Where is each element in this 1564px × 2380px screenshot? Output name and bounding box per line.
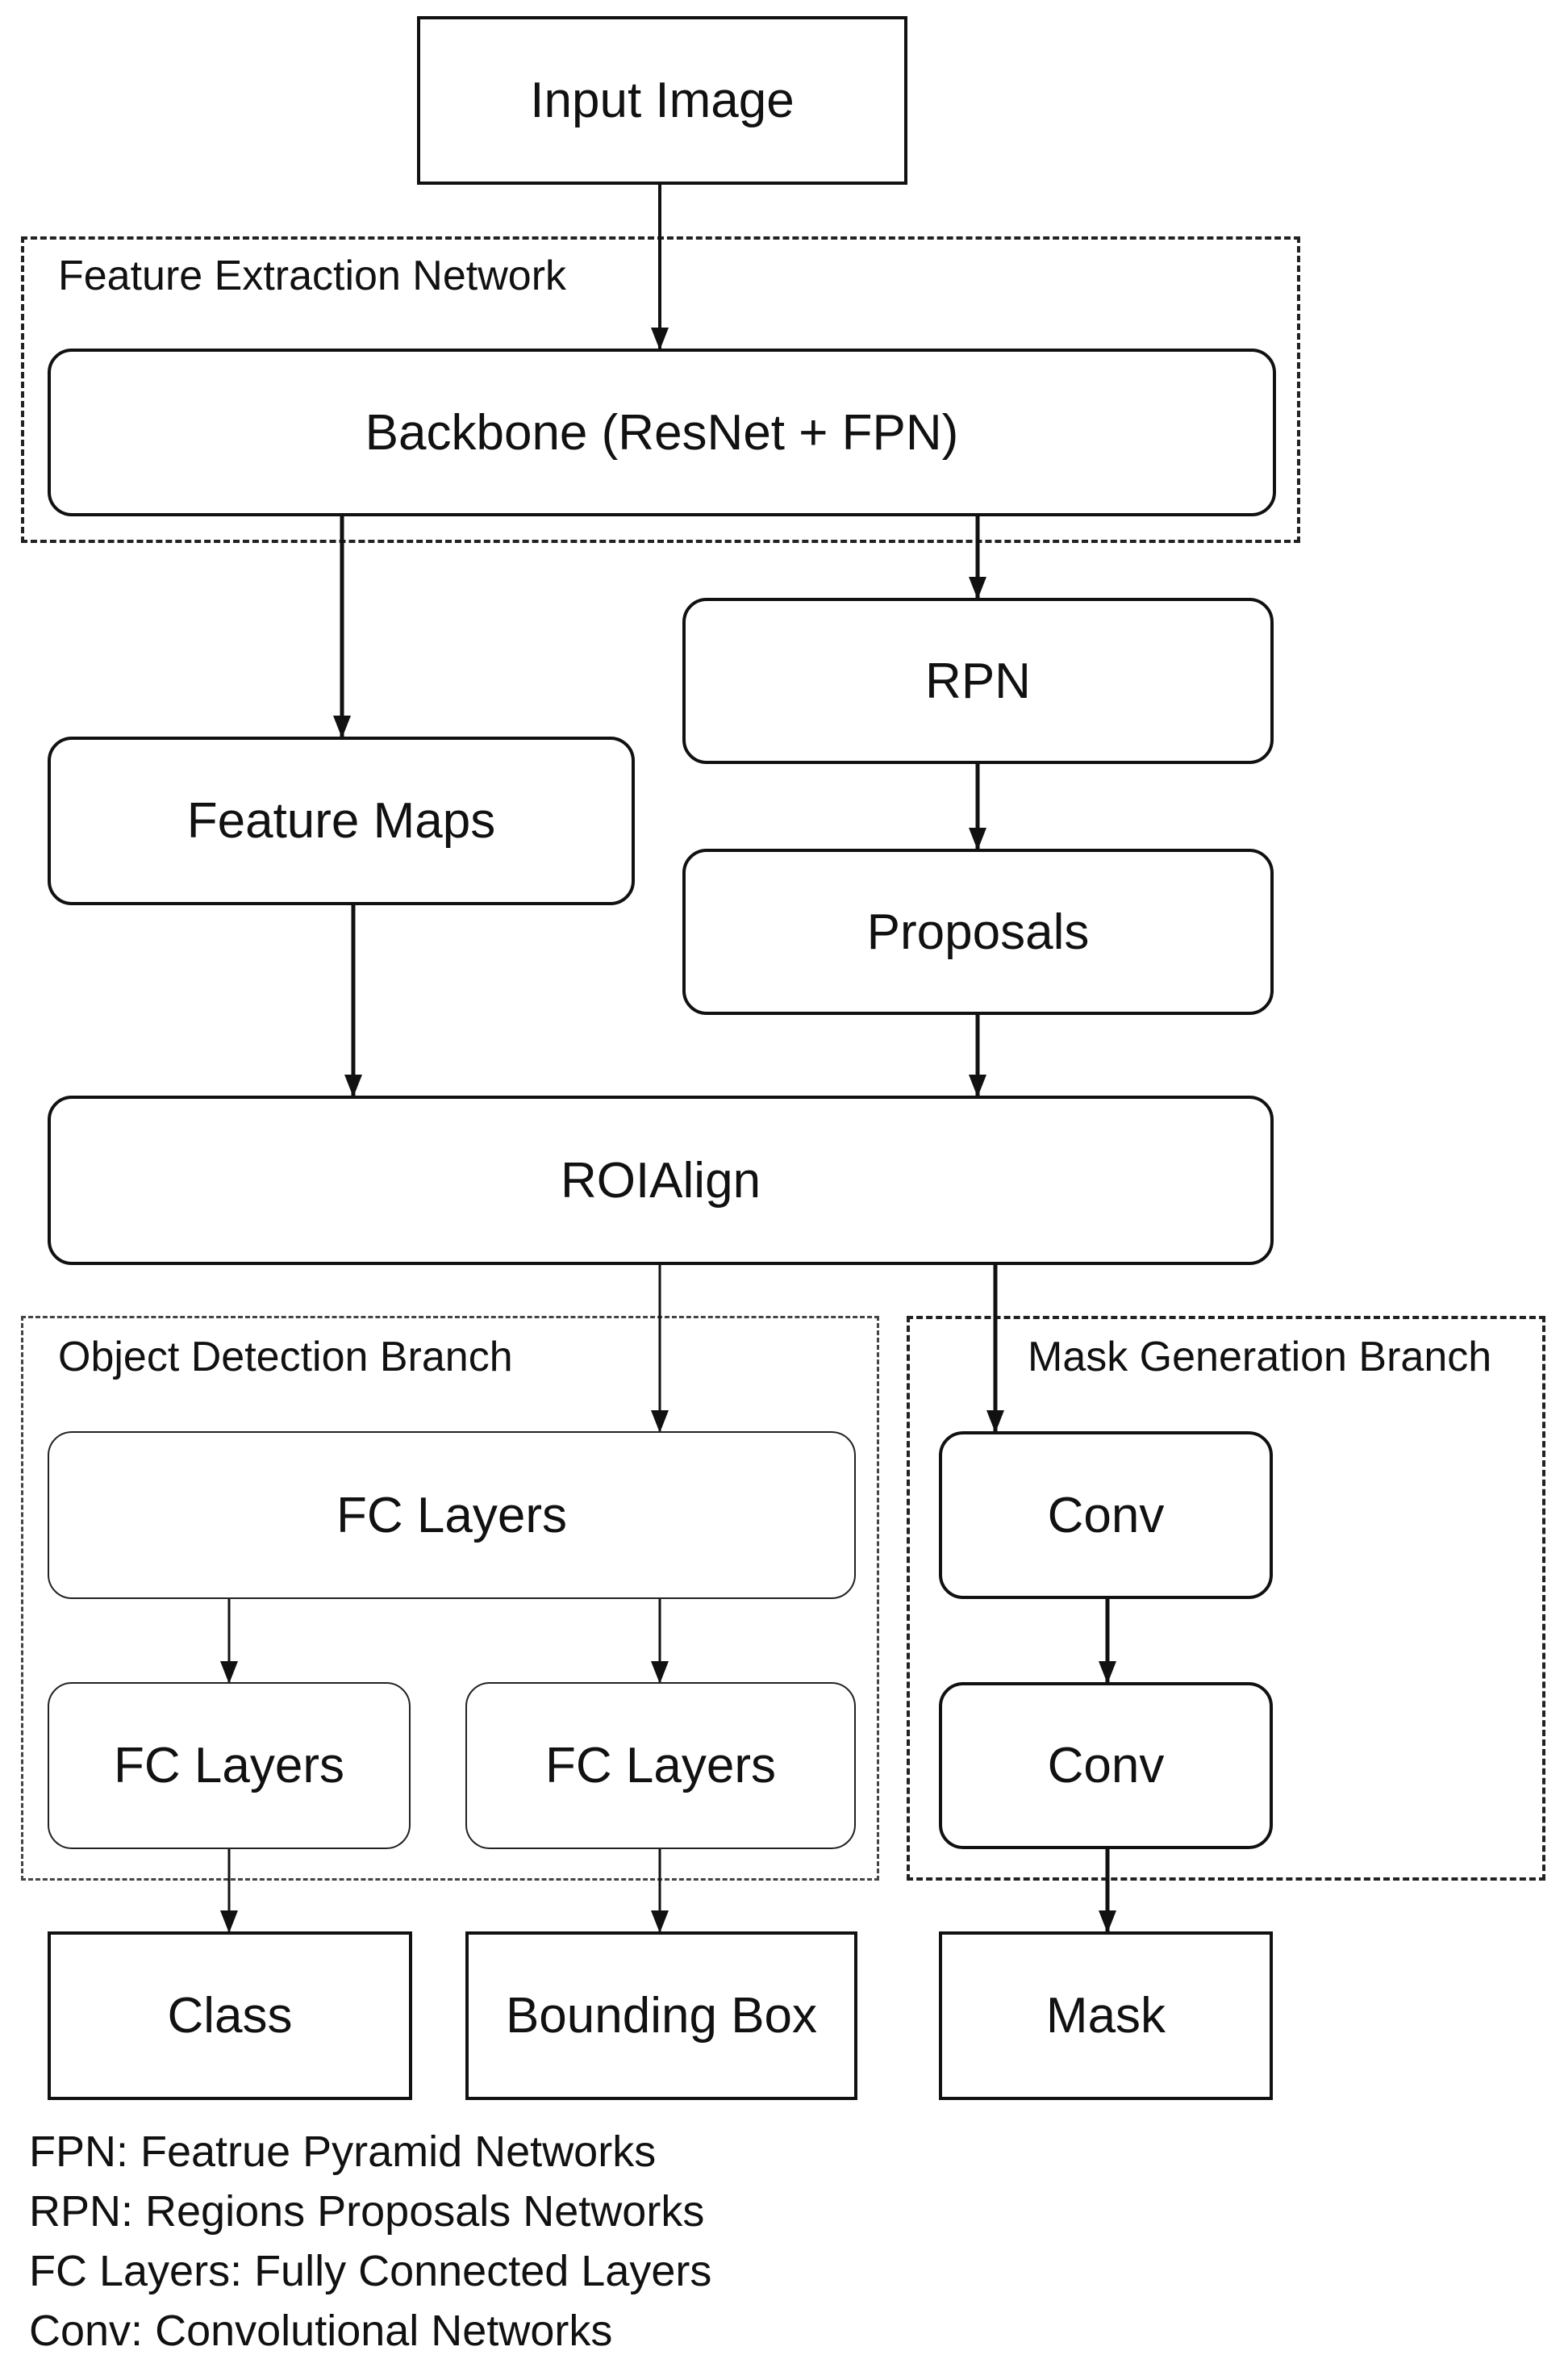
legend-item-fpn: FPN: Featrue Pyramid Networks — [29, 2127, 657, 2176]
object-detection-label: Object Detection Branch — [58, 1334, 513, 1380]
mask-generation-group — [907, 1316, 1545, 1881]
mask-node: Mask — [939, 1931, 1273, 2100]
proposals-node: Proposals — [682, 849, 1274, 1015]
feature-maps-node: Feature Maps — [48, 737, 635, 905]
legend-item-conv: Conv: Convolutional Networks — [29, 2307, 613, 2355]
conv-node-1: Conv — [939, 1431, 1273, 1599]
legend-item-rpn: RPN: Regions Proposals Networks — [29, 2187, 705, 2236]
input-image-node: Input Image — [417, 16, 907, 185]
conv-node-2: Conv — [939, 1682, 1273, 1849]
legend-item-fc-layers: FC Layers: Fully Connected Layers — [29, 2247, 712, 2295]
object-detection-group — [21, 1316, 879, 1881]
fc-layers-main-node: FC Layers — [48, 1431, 856, 1599]
legend: FPN: Featrue Pyramid Networks RPN: Regio… — [29, 2122, 711, 2361]
fc-layers-bbox-node: FC Layers — [465, 1682, 856, 1849]
bounding-box-node: Bounding Box — [465, 1931, 857, 2100]
roialign-node: ROIAlign — [48, 1096, 1274, 1265]
class-node: Class — [48, 1931, 412, 2100]
backbone-node: Backbone (ResNet + FPN) — [48, 349, 1276, 516]
feature-extraction-label: Feature Extraction Network — [58, 253, 567, 299]
mask-generation-label: Mask Generation Branch — [1028, 1334, 1492, 1380]
rpn-node: RPN — [682, 598, 1274, 764]
fc-layers-class-node: FC Layers — [48, 1682, 411, 1849]
